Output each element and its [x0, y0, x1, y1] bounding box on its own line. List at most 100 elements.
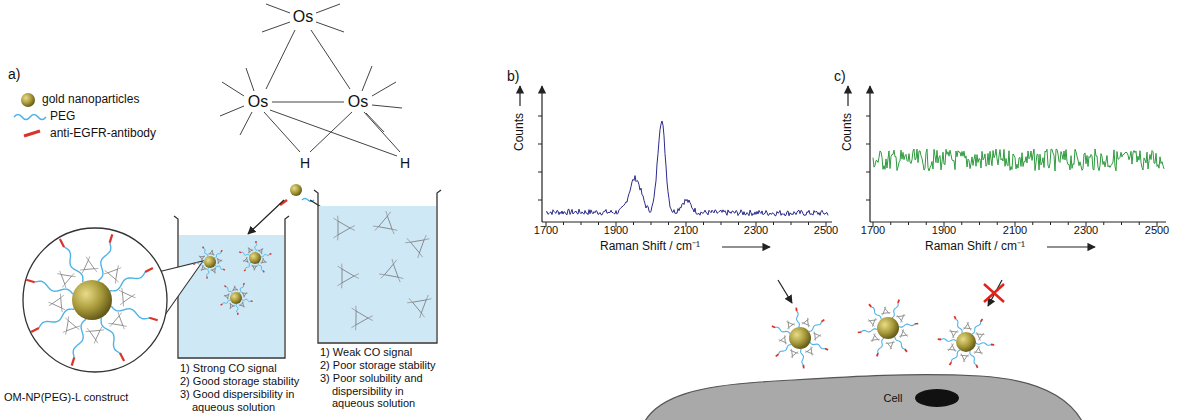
water: [179, 235, 284, 357]
axis-tick: [1050, 222, 1051, 225]
ligand-line: [246, 257, 247, 258]
peg-chain: [215, 265, 223, 270]
os-cluster: [792, 351, 797, 356]
ligand-line: [891, 347, 892, 349]
antibody-mark: [223, 268, 225, 270]
atom-label: H: [400, 155, 410, 171]
ligand-line: [906, 335, 908, 336]
ligand-line: [242, 292, 244, 293]
ligand-line: [903, 314, 905, 316]
antibody-mark: [802, 365, 804, 369]
axis-tick: [1032, 222, 1033, 225]
axis-tick: [538, 116, 542, 117]
ligand-line: [239, 304, 240, 305]
ligand-line: [790, 350, 792, 352]
ligand-line: [248, 252, 249, 254]
antibody-mark: [795, 308, 797, 312]
ligand-line: [354, 276, 359, 279]
gold-nanoparticle: [956, 332, 976, 352]
ligand-line: [805, 352, 807, 353]
ligand-line: [418, 253, 420, 258]
ligand-line: [808, 325, 810, 327]
peg-chain: [878, 338, 884, 353]
os-cluster: [356, 311, 368, 325]
antibody-mark: [237, 313, 239, 315]
ligand-line: [261, 262, 262, 263]
gold-nanoparticle: [249, 252, 261, 264]
gold-nanoparticle: [789, 327, 811, 349]
os-cluster: [976, 348, 981, 353]
ligand-line: [240, 112, 252, 135]
legend-text: gold nanoparticles: [42, 93, 139, 107]
ligand-line: [242, 302, 243, 303]
bond-line: [311, 30, 350, 89]
peg-chain: [895, 337, 905, 350]
ligand-line: [977, 332, 978, 334]
ligand-line: [119, 313, 121, 316]
ligand-line: [94, 269, 97, 272]
ligand-line: [116, 280, 119, 283]
ligand-line: [87, 328, 90, 331]
ligand-line: [820, 335, 822, 337]
peg-chain: [73, 319, 86, 357]
ligand-line: [421, 313, 424, 317]
ligand-line: [242, 301, 244, 303]
ligand-line: [872, 325, 874, 327]
raman-spectrum: [546, 121, 828, 216]
axis-tick: [721, 222, 722, 225]
ligand-line: [334, 235, 339, 238]
ligand-line: [967, 355, 969, 356]
os-cluster: [898, 316, 903, 321]
ligand-line: [244, 306, 245, 308]
antibody-mark: [239, 251, 241, 253]
ligand-line: [970, 329, 972, 331]
ligand-line: [243, 260, 244, 262]
ligand-line: [956, 330, 957, 332]
axis-tick: [866, 116, 870, 117]
ligand-line: [873, 325, 874, 327]
ligand-line: [875, 319, 877, 320]
ligand-line: [814, 332, 815, 334]
os-cluster: [873, 335, 878, 340]
ligand-line: [407, 238, 411, 242]
ligand-line: [888, 313, 889, 315]
ligand-line: [230, 308, 231, 309]
ligand-line: [981, 352, 983, 353]
property-note: 1) Weak CO signal: [320, 346, 412, 359]
axis-tick: [979, 222, 980, 225]
ligand-line: [262, 258, 264, 259]
ligand-line: [221, 259, 222, 261]
ligand-line: [76, 327, 79, 329]
peg-chain: [941, 339, 956, 342]
antibody-mark: [905, 349, 907, 352]
ligand-line: [952, 344, 953, 346]
antibody-mark: [149, 318, 157, 321]
ligand-line: [955, 350, 956, 352]
ligand-line: [873, 334, 874, 336]
antibody-mark: [869, 304, 871, 307]
os-cluster: [233, 287, 236, 290]
peg-chain: [810, 342, 825, 348]
ligand-line: [368, 316, 373, 318]
ligand-line: [961, 354, 963, 356]
ligand-line: [337, 235, 338, 240]
ligand-line: [811, 347, 812, 349]
peg-chain: [775, 327, 790, 333]
ligand-line: [241, 292, 242, 293]
ligand-line: [104, 273, 108, 274]
ligand-line: [232, 290, 233, 291]
ligand-line: [202, 265, 203, 266]
ligand-line: [351, 325, 356, 328]
water: [319, 206, 436, 342]
peg-sample: [14, 115, 46, 120]
peg-chain: [242, 299, 251, 302]
ligand-line: [243, 260, 244, 261]
tick-label: 2300: [1074, 224, 1098, 237]
os-cluster: [210, 251, 213, 254]
ligand-line: [205, 268, 206, 269]
antibody-mark: [976, 365, 977, 368]
ligand-line: [967, 354, 968, 356]
peg-chain: [255, 243, 257, 252]
ligand-line: [892, 341, 894, 343]
property-note: 3) Good dispersibility in aqueous soluti…: [180, 388, 314, 413]
